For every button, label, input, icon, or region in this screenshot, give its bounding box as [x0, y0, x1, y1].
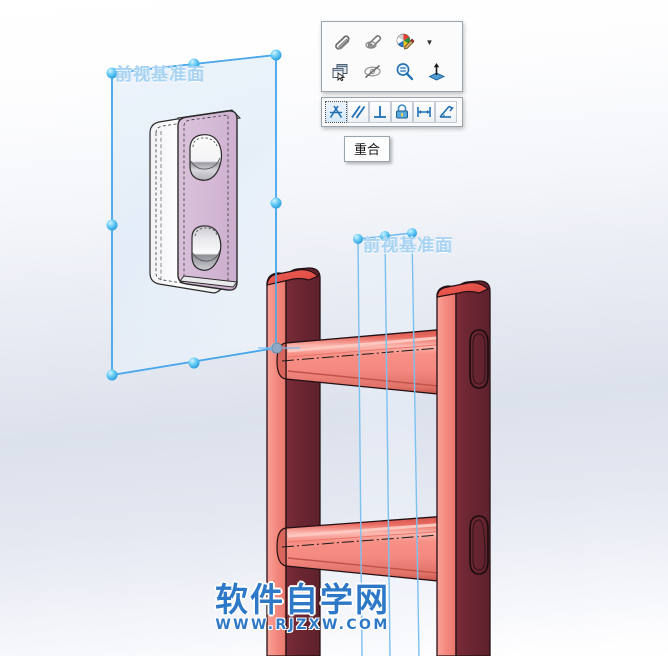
ladder-rail-left[interactable]: [266, 267, 321, 656]
paperclip-icon[interactable]: [328, 30, 353, 55]
watermark-url: WWW.RJZXW.COM: [215, 617, 390, 633]
ladder-rung-upper[interactable]: [276, 328, 453, 396]
coincident-icon[interactable]: [325, 101, 347, 123]
context-toolbar[interactable]: ▼: [321, 21, 463, 92]
plane-front-1[interactable]: [111, 54, 277, 376]
rail-slot-upper: [469, 329, 489, 389]
lock-icon[interactable]: [391, 101, 413, 123]
parallel-icon[interactable]: [347, 101, 369, 123]
ladder-rail-right[interactable]: [436, 280, 491, 656]
zoom-fit-icon[interactable]: [392, 59, 417, 84]
watermark-title: 软件自学网: [215, 580, 390, 619]
angle-icon[interactable]: [435, 101, 457, 123]
hide-eye-icon[interactable]: [360, 59, 385, 84]
sheet-metal-bracket-model[interactable]: [149, 109, 242, 294]
appearance-paint-icon[interactable]: [392, 30, 417, 55]
constraint-toolbar[interactable]: [321, 97, 463, 127]
ladder-model[interactable]: [266, 267, 491, 656]
watermark: 软件自学网 WWW.RJZXW.COM: [215, 580, 390, 634]
plane-front-1-handles[interactable]: [106, 49, 282, 381]
normal-to-icon[interactable]: [424, 59, 449, 84]
plane-front-2-label[interactable]: 前视基准面: [363, 236, 453, 256]
plane-front-1-label[interactable]: 前视基准面: [115, 65, 205, 85]
plane-front-1-edges[interactable]: [111, 54, 277, 377]
copy-select-icon[interactable]: [328, 59, 353, 84]
selected-vertex[interactable]: [258, 342, 300, 354]
plane-front-2-fill: [358, 233, 421, 656]
context-toolbar-row-2: [328, 57, 458, 86]
plane-front-2-edges[interactable]: [357, 232, 420, 656]
context-toolbar-row-1: ▼: [328, 28, 458, 57]
paperclip-hide-icon[interactable]: [360, 30, 385, 55]
coincident-tooltip: 重合: [344, 136, 391, 162]
ladder-rung-lower[interactable]: [276, 515, 453, 583]
perpendicular-icon[interactable]: [369, 101, 391, 123]
distance-icon[interactable]: [413, 101, 435, 123]
rail-slot-lower: [469, 515, 489, 575]
chevron-down-icon[interactable]: ▼: [425, 38, 434, 47]
